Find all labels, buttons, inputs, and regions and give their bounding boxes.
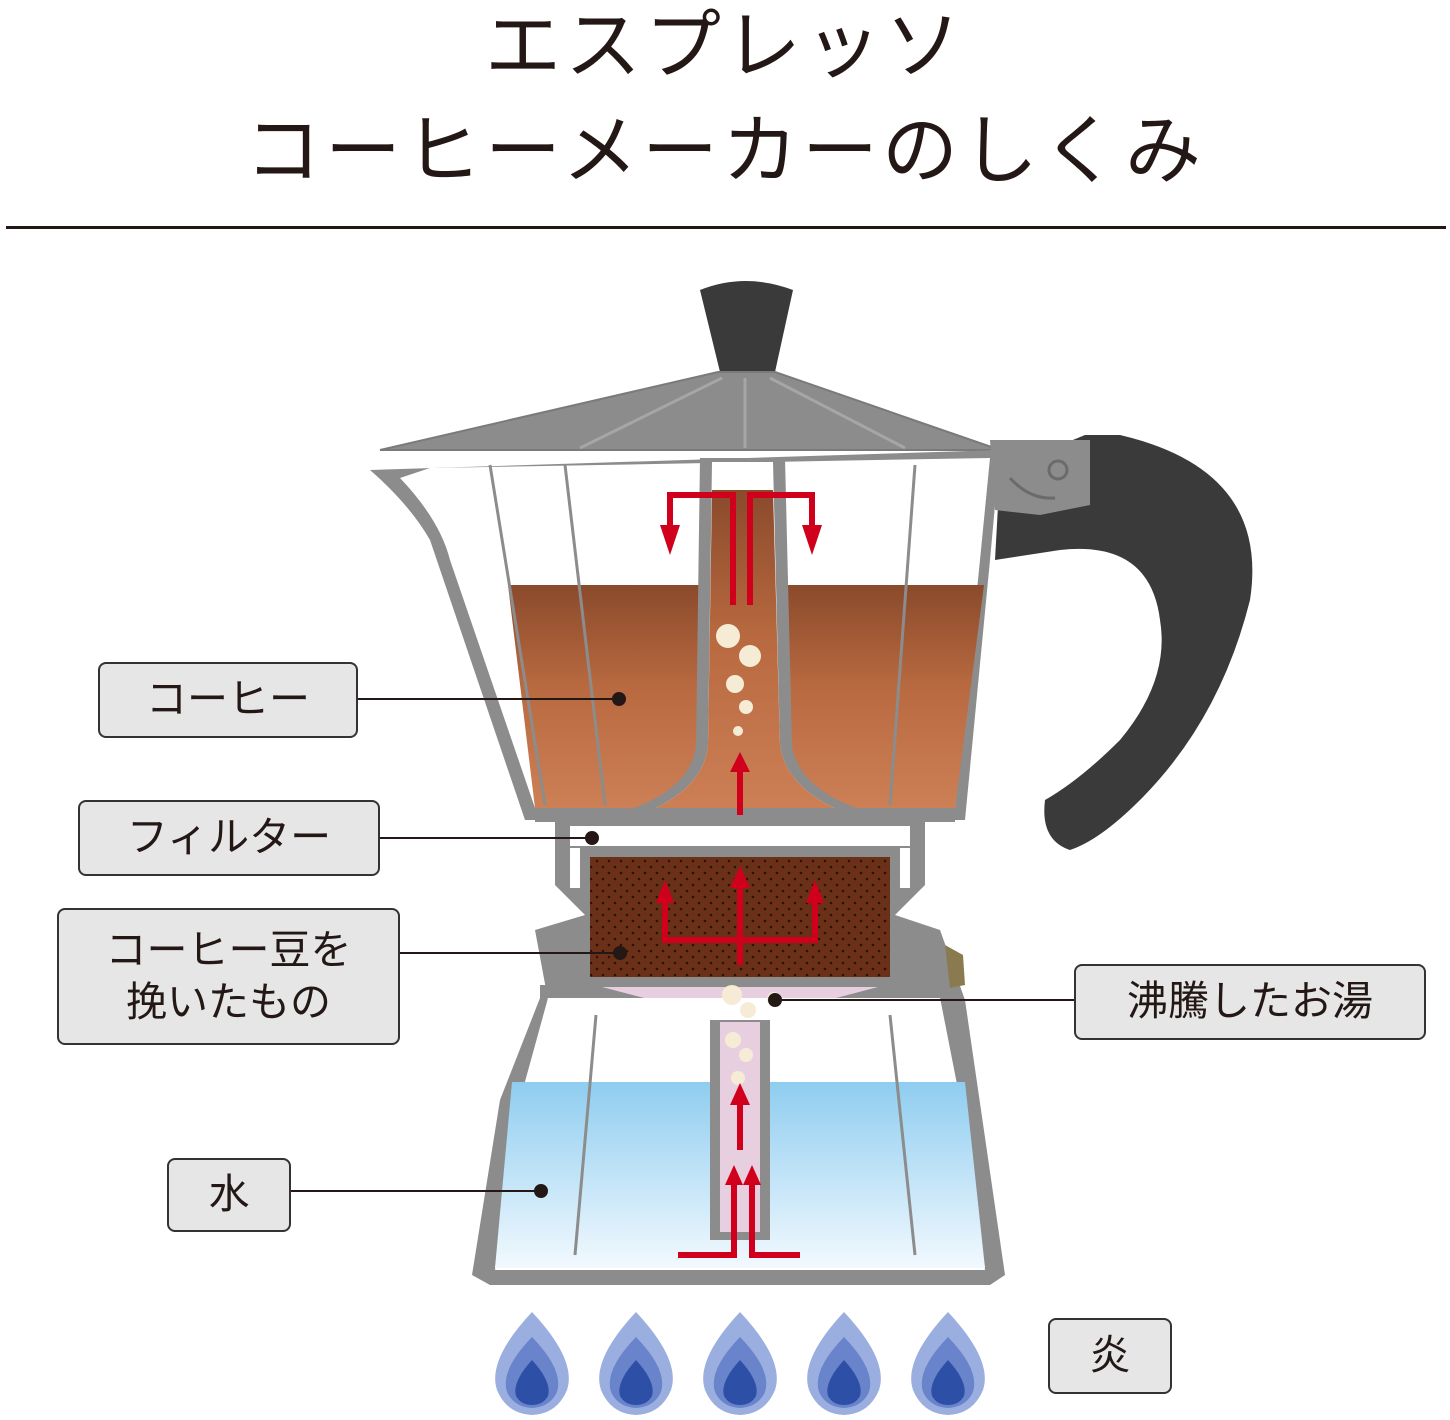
- label-coffee: コーヒー: [98, 662, 358, 738]
- flame-icon: [703, 1312, 777, 1415]
- flow-arrows: [662, 492, 818, 1258]
- bubbles: [716, 624, 781, 1085]
- label-coffee-text: コーヒー: [146, 675, 310, 724]
- handle: [990, 435, 1253, 850]
- title-line-1: エスプレッソ: [485, 1, 965, 90]
- flame-icon: [911, 1312, 985, 1415]
- title-divider: [6, 226, 1446, 229]
- label-flame-text: 炎: [1089, 1331, 1131, 1380]
- flame-icon: [599, 1312, 673, 1415]
- label-grounds-line-2: 挽いたもの: [126, 977, 331, 1026]
- label-grounds: コーヒー豆を 挽いたもの: [57, 908, 400, 1045]
- lid-knob: [700, 281, 793, 372]
- flame-icon: [495, 1312, 569, 1415]
- label-boiling-water-text: 沸騰したお湯: [1127, 977, 1373, 1026]
- label-grounds-line-1: コーヒー豆を: [105, 926, 352, 975]
- label-flame: 炎: [1048, 1318, 1172, 1394]
- label-filter: フィルター: [78, 800, 380, 876]
- handle-grip: [995, 435, 1253, 850]
- label-boiling-water: 沸騰したお湯: [1074, 964, 1426, 1040]
- label-filter-text: フィルター: [126, 813, 332, 862]
- arrow-outflow-left: [667, 492, 736, 605]
- arrow-inlet-right: [749, 1180, 800, 1258]
- handle-hinge: [990, 440, 1090, 515]
- arrow-outflow-right: [747, 492, 815, 605]
- lid-top: [379, 371, 1001, 451]
- flames: [495, 1312, 985, 1415]
- flame-icon: [807, 1312, 881, 1415]
- arrow-heads: [656, 525, 824, 1185]
- filter: [555, 820, 925, 852]
- title-line-2: コーヒーメーカーのしくみ: [245, 106, 1205, 195]
- upper-chamber: [370, 450, 1000, 822]
- label-water-text: 水: [208, 1170, 250, 1219]
- leader-lines: [290, 692, 1074, 1198]
- label-water: 水: [167, 1158, 291, 1232]
- lid: [379, 281, 1001, 451]
- safety-valve: [945, 945, 965, 988]
- arrow-inlet-left: [678, 1180, 737, 1258]
